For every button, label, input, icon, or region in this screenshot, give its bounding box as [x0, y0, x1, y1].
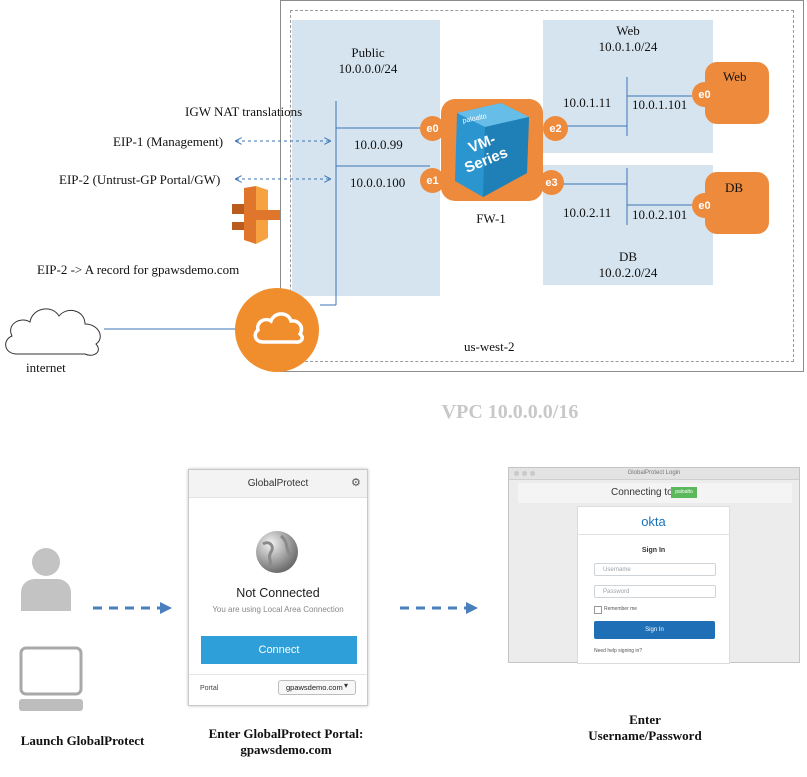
region-box: [280, 0, 804, 372]
db-subnet-cidr: 10.0.2.0/24: [598, 265, 658, 280]
gp-settings-gear-icon[interactable]: ⚙: [351, 477, 361, 489]
gp-titlebar: [189, 470, 367, 498]
eip1-label: EIP-1 (Management): [113, 134, 224, 149]
step3-caption-line2: Username/Password: [588, 728, 702, 743]
internet-cloud-icon: [5, 308, 101, 356]
okta-username-placeholder: Username: [603, 567, 631, 573]
fw-port-e1: e1: [420, 168, 445, 193]
public-subnet-cidr: 10.0.0.0/24: [338, 61, 398, 76]
fw-mgmt-ip: 10.0.0.99: [354, 137, 403, 152]
remember-me-label: Remember me: [604, 606, 638, 612]
fw-port-e3: e3: [539, 170, 564, 195]
db-server-label: DB: [725, 180, 744, 195]
gp-portal-select[interactable]: gpawsdemo.com ▾: [278, 680, 356, 695]
region-label: us-west-2: [464, 339, 515, 354]
computer-icon: [19, 646, 83, 711]
globalprotect-app-window: GlobalProtect ⚙ Not Connected You are us…: [188, 469, 368, 706]
fw-port-e0: e0: [420, 116, 445, 141]
step2-caption-line1: Enter GlobalProtect Portal:: [208, 726, 364, 741]
window-zoom-icon[interactable]: [530, 471, 535, 476]
remember-me-checkbox[interactable]: [594, 606, 602, 614]
vpc-label: VPC 10.0.0.0/16: [441, 401, 579, 423]
internet-gateway-icon: [235, 288, 319, 372]
firewall-brand: paloalto: [462, 113, 488, 125]
flow-arrows: [93, 602, 478, 614]
window-minimize-icon[interactable]: [522, 471, 527, 476]
db-server-ip: 10.0.2.101: [632, 207, 688, 222]
gp-substatus: You are using Local Area Connection: [212, 605, 344, 614]
step3-caption-line1: Enter: [629, 712, 661, 727]
public-subnet-name: Public: [351, 45, 385, 60]
web-subnet-cidr: 10.0.1.0/24: [598, 39, 658, 54]
paloalto-badge: paloalto: [671, 487, 697, 498]
gp-connect-button[interactable]: Connect: [201, 636, 357, 664]
okta-window-title: GlobalProtect Login: [627, 470, 681, 476]
a-record-label: EIP-2 -> A record for gpawsdemo.com: [37, 262, 240, 277]
gp-portal-value: gpawsdemo.com: [286, 683, 343, 692]
gp-portal-label: Portal: [200, 685, 219, 692]
web-subnet: [543, 20, 713, 153]
window-close-icon[interactable]: [514, 471, 519, 476]
firewall-name: FW-1: [476, 211, 506, 226]
step2-caption-line2: gpawsdemo.com: [240, 742, 332, 757]
okta-password-input[interactable]: Password: [594, 585, 716, 598]
db-subnet-name: DB: [618, 249, 638, 264]
fw-untrust-ip: 10.0.0.100: [350, 175, 406, 190]
gp-title: GlobalProtect: [247, 478, 309, 489]
connecting-to-label: Connecting to: [611, 487, 673, 498]
gp-footer-divider: [189, 674, 367, 675]
db-server-port: e0: [692, 193, 717, 218]
public-subnet: [292, 20, 440, 296]
step1-caption: Launch GlobalProtect: [20, 733, 145, 748]
chevron-down-icon: ▾: [344, 681, 349, 690]
okta-username-input[interactable]: Username: [594, 563, 716, 576]
fw-web-ip: 10.0.1.11: [563, 95, 612, 110]
web-subnet-name: Web: [616, 23, 640, 38]
igw-nat-label: IGW NAT translations: [185, 104, 303, 119]
user-icon: [21, 548, 71, 611]
okta-sign-in-title: Sign In: [641, 547, 666, 554]
gp-status: Not Connected: [236, 586, 320, 600]
web-server-label: Web: [723, 69, 747, 84]
web-server-port: e0: [692, 82, 717, 107]
db-subnet: [543, 165, 713, 285]
cloud-icon: [253, 312, 304, 344]
fw-port-e2: e2: [543, 116, 568, 141]
okta-password-placeholder: Password: [603, 589, 630, 595]
fw-db-ip: 10.0.2.11: [563, 205, 612, 220]
okta-card-divider: [577, 534, 730, 535]
okta-sign-in-button[interactable]: Sign In: [594, 621, 715, 639]
vm-series-cube-icon: paloalto VM- Series: [455, 103, 529, 197]
eip2-label: EIP-2 (Untrust-GP Portal/GW): [59, 172, 221, 187]
globe-icon: [256, 531, 298, 573]
vpc-dashed-border: [290, 10, 794, 362]
internet-label: internet: [26, 360, 66, 375]
connecting-bar: [518, 483, 792, 503]
okta-logo: okta: [641, 514, 666, 529]
okta-login-window: GlobalProtect Login Connecting to paloal…: [508, 467, 800, 664]
okta-window-titlebar: [509, 468, 799, 480]
web-server-ip: 10.0.1.101: [632, 97, 688, 112]
okta-help-link[interactable]: Need help signing in?: [594, 648, 643, 654]
route53-icon: [232, 186, 280, 244]
